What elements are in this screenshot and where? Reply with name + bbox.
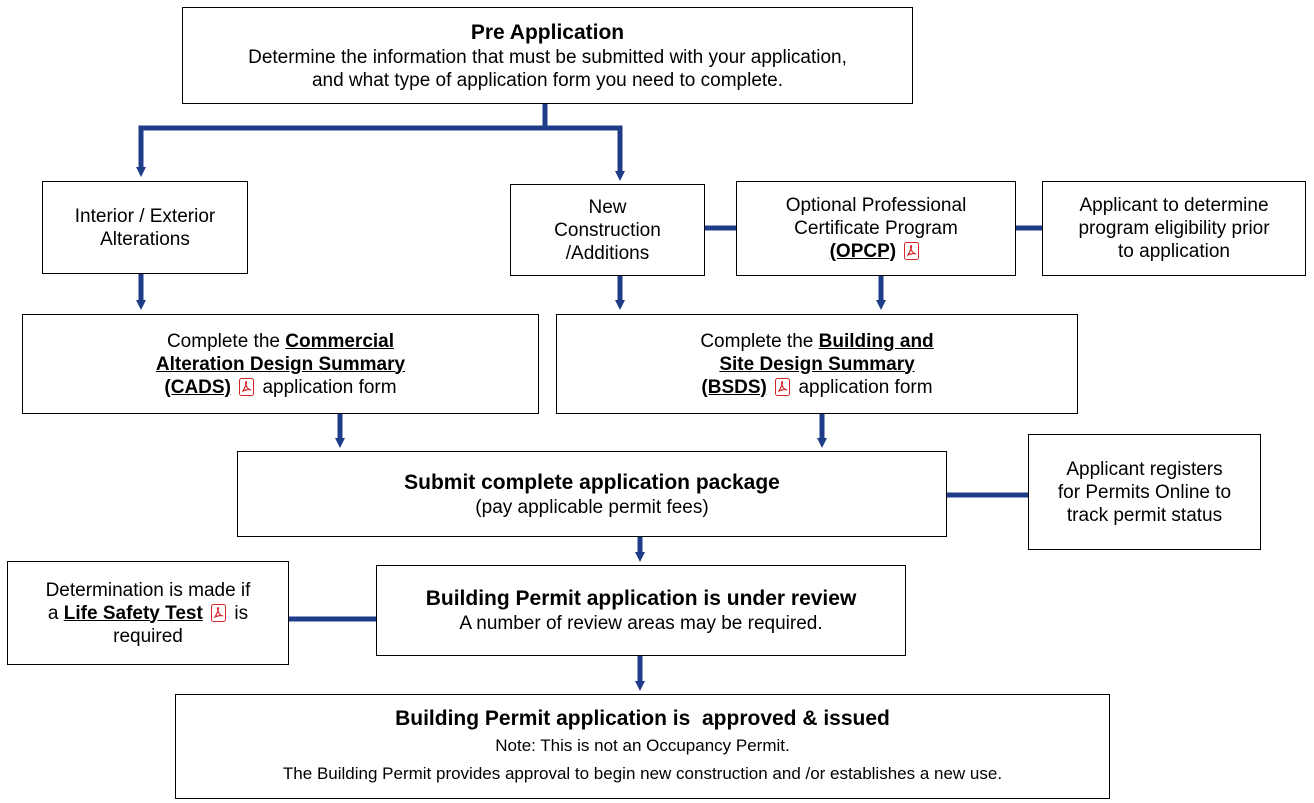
approved-box: Building Permit application is approved … — [175, 694, 1110, 799]
opcp-link[interactable]: (OPCP) — [829, 241, 897, 262]
bsds-link-line3[interactable]: (BSDS) — [701, 376, 767, 398]
interior-exterior-box: Interior / Exterior Alterations — [42, 181, 248, 274]
determination-suffix: is — [229, 602, 249, 624]
approved-note: Note: This is not an Occupancy Permit. — [495, 735, 790, 755]
determination-prefix: a — [47, 602, 64, 624]
pre-application-box: Pre Application Determine the informatio… — [182, 7, 913, 104]
pre-application-title: Pre Application — [470, 20, 625, 44]
eligibility-line1: Applicant to determine — [1079, 195, 1269, 216]
life-safety-test-link[interactable]: Life Safety Test — [63, 602, 203, 624]
submit-subtitle: (pay applicable permit fees) — [475, 496, 709, 518]
register-line2: for Permits Online to — [1057, 481, 1232, 503]
cads-prefix: Complete the — [166, 330, 286, 352]
bsds-link-line2[interactable]: Site Design Summary — [719, 353, 915, 375]
pre-application-line2: and what type of application form you ne… — [311, 69, 784, 91]
connector-pre-to-new — [545, 125, 625, 181]
bsds-link-line1[interactable]: Building and — [818, 330, 934, 352]
eligibility-box: Applicant to determine program eligibili… — [1042, 181, 1306, 276]
cads-box: Complete the Commercial Alteration Desig… — [22, 314, 539, 414]
approved-detail: The Building Permit provides approval to… — [282, 763, 1003, 783]
interior-line1: Interior / Exterior — [74, 205, 216, 227]
bsds-suffix: application form — [798, 376, 933, 398]
review-title: Building Permit application is under rev… — [425, 587, 857, 610]
register-line3: track permit status — [1066, 504, 1223, 526]
interior-line2: Alterations — [100, 228, 190, 250]
pdf-icon[interactable] — [239, 377, 255, 396]
cads-link-line1[interactable]: Commercial — [285, 330, 395, 352]
determination-line1: Determination is made if — [45, 579, 251, 601]
determination-line3: required — [113, 625, 183, 647]
submit-title: Submit complete application package — [404, 470, 780, 494]
pre-application-line1: Determine the information that must be s… — [248, 46, 847, 68]
register-line1: Applicant registers — [1066, 458, 1223, 480]
cads-link-line2[interactable]: Alteration Design Summary — [155, 353, 406, 375]
cads-suffix: application form — [262, 376, 397, 398]
approved-title: Building Permit application is approved … — [395, 706, 890, 730]
connector-pre-split — [136, 104, 548, 177]
opcp-box: Optional Professional Certificate Progra… — [736, 181, 1016, 276]
new-construction-box: New Construction /Additions — [510, 184, 705, 276]
submit-box: Submit complete application package (pay… — [237, 451, 947, 537]
pdf-icon[interactable] — [775, 377, 791, 396]
pdf-icon[interactable] — [211, 603, 227, 622]
eligibility-line2: program eligibility prior — [1078, 218, 1270, 239]
bsds-box: Complete the Building and Site Design Su… — [556, 314, 1078, 414]
register-box: Applicant registers for Permits Online t… — [1028, 434, 1261, 550]
new-construction-line2: Construction — [554, 219, 661, 241]
opcp-line2: Certificate Program — [794, 218, 958, 239]
pdf-icon[interactable] — [904, 242, 920, 260]
review-subtitle: A number of review areas may be required… — [459, 613, 823, 634]
cads-link-line3[interactable]: (CADS) — [164, 376, 231, 398]
new-construction-line3: /Additions — [565, 242, 650, 264]
determination-box: Determination is made if a Life Safety T… — [7, 561, 289, 665]
opcp-line1: Optional Professional — [785, 195, 967, 216]
eligibility-line3: to application — [1118, 241, 1230, 262]
new-construction-line1: New — [588, 196, 627, 218]
bsds-prefix: Complete the — [700, 330, 819, 352]
review-box: Building Permit application is under rev… — [376, 565, 906, 656]
